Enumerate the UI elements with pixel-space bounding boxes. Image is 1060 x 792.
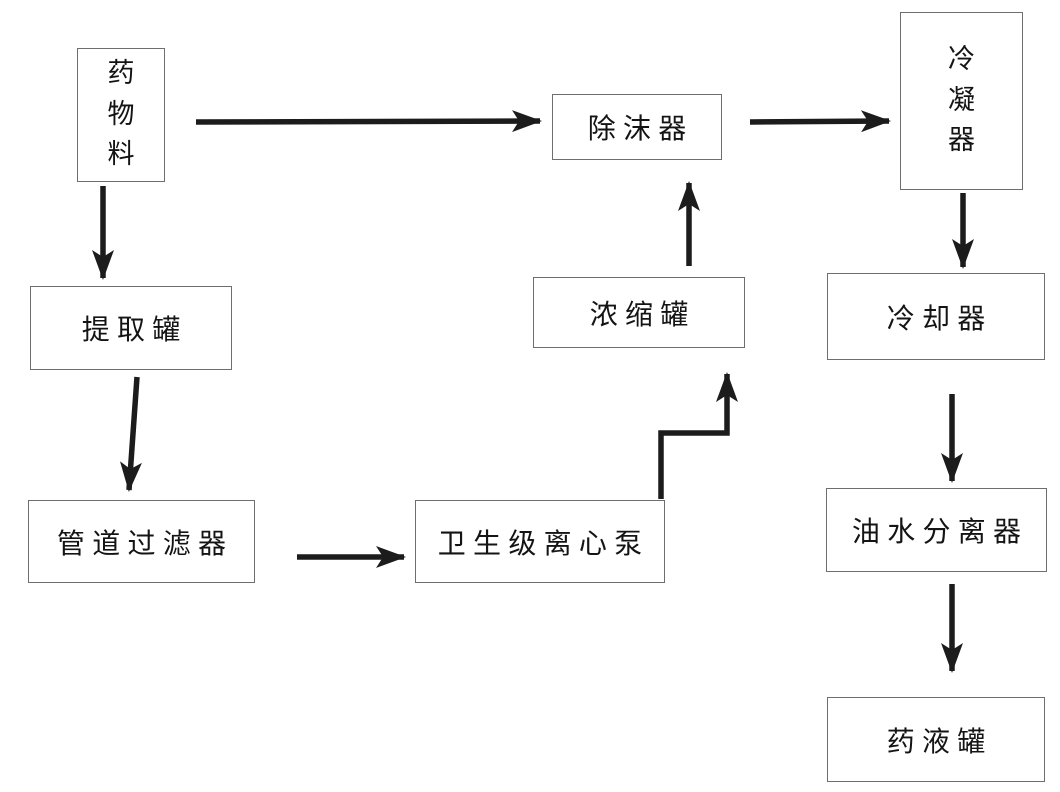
node-cooler: 冷却器 bbox=[827, 273, 1045, 360]
node-drug-material-label: 药物料 bbox=[107, 58, 135, 171]
node-extraction-tank: 提取罐 bbox=[30, 286, 232, 370]
node-cooler-label: 冷却器 bbox=[886, 301, 993, 335]
node-demister: 除沫器 bbox=[552, 94, 722, 160]
node-pipeline-filter-label: 管道过滤器 bbox=[56, 526, 234, 560]
node-condenser: 冷凝器 bbox=[900, 12, 1023, 190]
arrow-drug-material-to-demister bbox=[195, 110, 542, 133]
node-condenser-label: 冷凝器 bbox=[948, 44, 975, 157]
node-oil-water-separator: 油水分离器 bbox=[826, 488, 1047, 572]
node-demister-label: 除沫器 bbox=[587, 112, 694, 145]
node-sanitary-centrifugal-pump: 卫生级离心泵 bbox=[415, 500, 665, 583]
node-oil-water-separator-label: 油水分离器 bbox=[851, 515, 1029, 548]
node-extraction-tank-label: 提取罐 bbox=[81, 313, 188, 346]
node-concentration-tank-label: 浓缩罐 bbox=[589, 297, 696, 331]
node-liquid-medicine-tank: 药液罐 bbox=[827, 697, 1045, 782]
arrow-sanitary-pump-to-concentration-tank bbox=[658, 372, 738, 499]
node-drug-material: 药物料 bbox=[77, 48, 165, 182]
node-concentration-tank: 浓缩罐 bbox=[533, 277, 745, 348]
node-sanitary-centrifugal-pump-label: 卫生级离心泵 bbox=[437, 526, 650, 560]
arrow-demister-to-condenser bbox=[749, 110, 891, 133]
node-liquid-medicine-tank-label: 药液罐 bbox=[886, 724, 993, 758]
arrow-extraction-tank-to-pipeline-filter bbox=[120, 376, 142, 492]
node-pipeline-filter: 管道过滤器 bbox=[28, 500, 255, 583]
